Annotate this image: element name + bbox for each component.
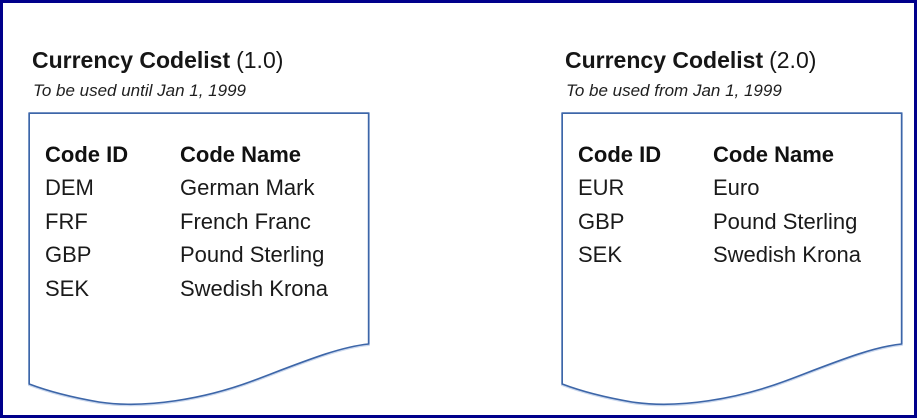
code-name-cell: Euro — [713, 175, 760, 201]
table-row: EUR Euro — [578, 172, 883, 206]
panel-title-text: Currency Codelist — [565, 47, 764, 73]
panel-title-text: Currency Codelist — [32, 47, 231, 73]
table-row: FRF French Franc — [45, 205, 350, 239]
codelist-panel-v2: Currency Codelist(2.0) To be used from J… — [561, 3, 903, 415]
document-outline — [28, 112, 370, 406]
code-id-cell: GBP — [45, 242, 92, 268]
code-name-cell: Pound Sterling — [713, 208, 858, 234]
table-header-row: Code ID Code Name — [45, 138, 350, 172]
code-id-cell: GBP — [578, 208, 625, 234]
table-row: GBP Pound Sterling — [45, 239, 350, 273]
column-header-code-id: Code ID — [45, 141, 129, 167]
document-shape-v2: Code ID Code Name EUR Euro GBP Pound Ste… — [561, 112, 903, 412]
panel-version: (2.0) — [769, 47, 817, 73]
column-header-code-id: Code ID — [578, 141, 662, 167]
table-row: SEK Swedish Krona — [45, 272, 350, 306]
document-outline-icon — [28, 112, 370, 407]
table-row: SEK Swedish Krona — [578, 239, 883, 273]
table-header-row: Code ID Code Name — [578, 138, 883, 172]
code-id-cell: DEM — [45, 175, 94, 201]
panel-title: Currency Codelist(2.0) — [565, 47, 816, 74]
document-outline — [561, 112, 903, 406]
panel-version: (1.0) — [236, 47, 284, 73]
column-header-code-name: Code Name — [180, 141, 302, 167]
panel-subtitle: To be used until Jan 1, 1999 — [33, 81, 246, 100]
panel-title: Currency Codelist(1.0) — [32, 47, 283, 74]
codelist-table-v2: Code ID Code Name EUR Euro GBP Pound Ste… — [578, 138, 883, 272]
document-shape-v1: Code ID Code Name DEM German Mark FRF Fr… — [28, 112, 370, 412]
document-outline-icon — [561, 112, 903, 407]
code-name-cell: German Mark — [180, 175, 315, 201]
code-name-cell: Swedish Krona — [180, 275, 328, 301]
code-name-cell: French Franc — [180, 208, 311, 234]
column-header-code-name: Code Name — [713, 141, 835, 167]
code-name-cell: Swedish Krona — [713, 242, 861, 268]
codelist-table-v1: Code ID Code Name DEM German Mark FRF Fr… — [45, 138, 350, 306]
code-name-cell: Pound Sterling — [180, 242, 325, 268]
code-id-cell: FRF — [45, 208, 88, 234]
table-row: GBP Pound Sterling — [578, 205, 883, 239]
code-id-cell: SEK — [578, 242, 623, 268]
code-id-cell: EUR — [578, 175, 625, 201]
panel-subtitle: To be used from Jan 1, 1999 — [566, 81, 782, 100]
codelist-panel-v1: Currency Codelist(1.0) To be used until … — [28, 3, 370, 415]
table-row: DEM German Mark — [45, 172, 350, 206]
code-id-cell: SEK — [45, 275, 90, 301]
